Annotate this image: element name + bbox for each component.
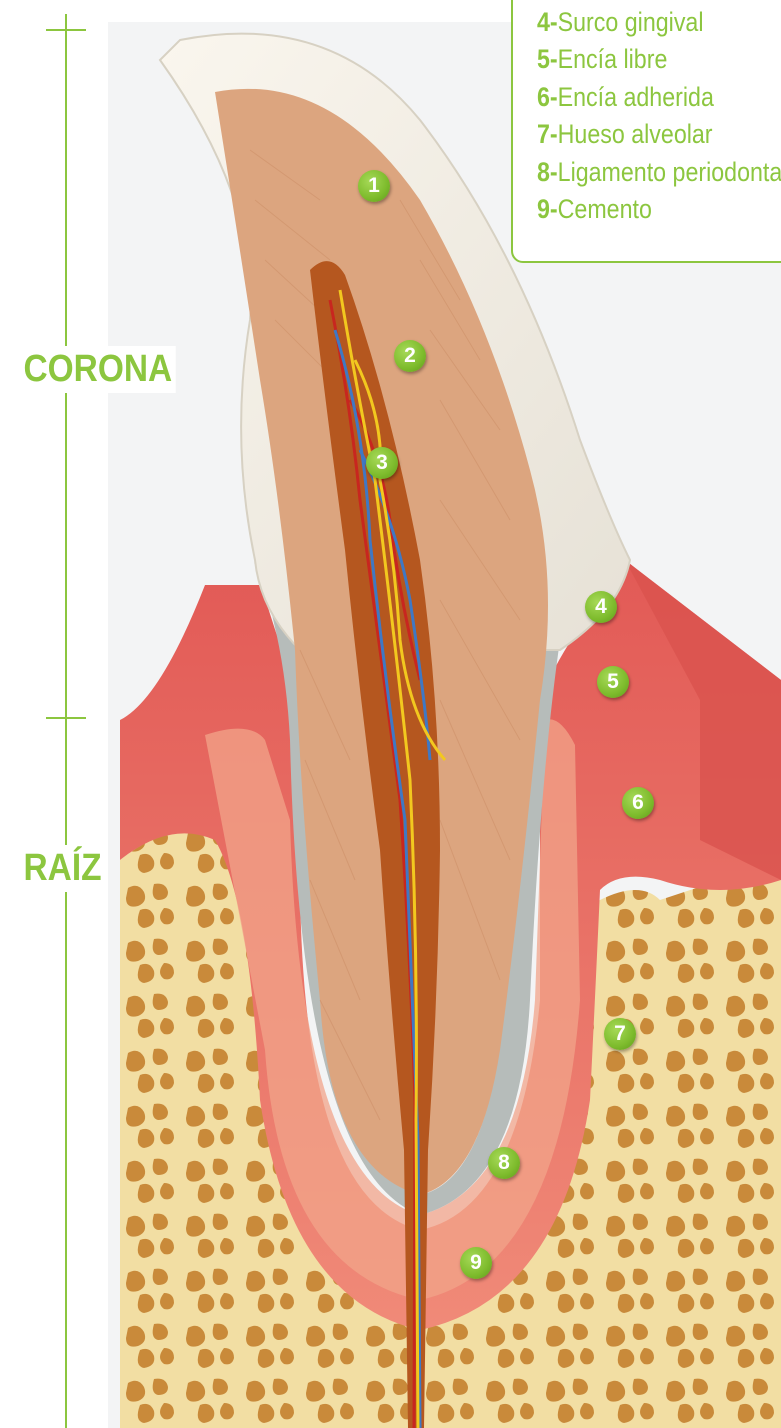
legend-text: Encía libre — [558, 44, 668, 74]
legend-item-7: 7-Hueso alveolar — [537, 116, 781, 153]
legend-number: 4- — [537, 7, 558, 37]
legend-text: Hueso alveolar — [558, 119, 713, 149]
marker-9: 9 — [460, 1247, 492, 1279]
legend-item-5: 5-Encía libre — [537, 41, 781, 78]
marker-2: 2 — [394, 340, 426, 372]
legend-item-6: 6-Encía adherida — [537, 79, 781, 116]
legend-number: 6- — [537, 82, 558, 112]
legend-number: 5- — [537, 44, 558, 74]
marker-8: 8 — [488, 1147, 520, 1179]
legend-item-9: 9-Cemento — [537, 191, 781, 228]
marker-1: 1 — [358, 170, 390, 202]
legend-item-8: 8-Ligamento periodontal — [537, 154, 781, 191]
legend-text: Surco gingival — [558, 7, 704, 37]
crown-section-label: CORONA — [20, 346, 176, 393]
legend-number: 9- — [537, 194, 558, 224]
legend-number: 8- — [537, 157, 558, 187]
legend-list: 4-Surco gingival 5-Encía libre 6-Encía a… — [537, 4, 781, 228]
legend-text: Ligamento periodontal — [558, 157, 781, 187]
legend-item-4: 4-Surco gingival — [537, 4, 781, 41]
marker-7: 7 — [604, 1018, 636, 1050]
root-section-label: RAÍZ — [20, 845, 105, 892]
marker-4: 4 — [585, 591, 617, 623]
marker-5: 5 — [597, 666, 629, 698]
legend-text: Cemento — [558, 194, 652, 224]
legend-number: 7- — [537, 119, 558, 149]
legend-text: Encía adherida — [558, 82, 714, 112]
marker-6: 6 — [622, 787, 654, 819]
marker-3: 3 — [366, 447, 398, 479]
